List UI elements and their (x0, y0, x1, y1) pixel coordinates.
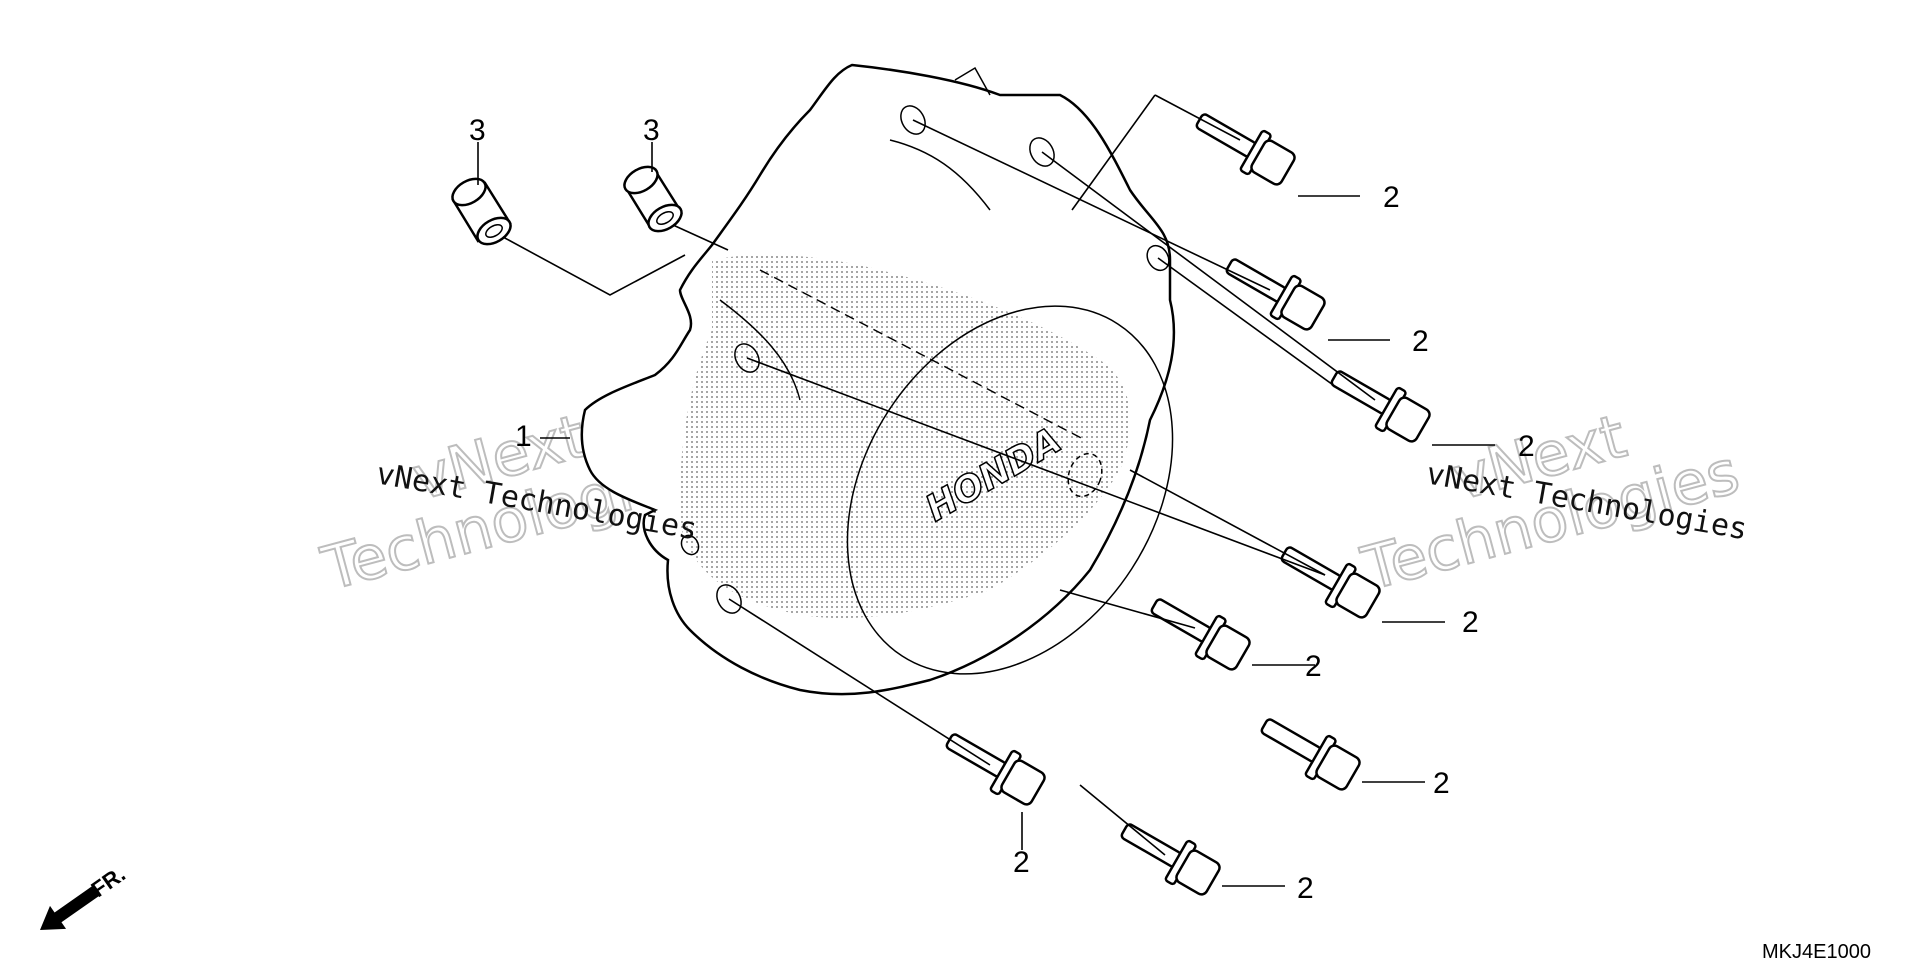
callout-bolt-1: 2 (1383, 181, 1400, 214)
diagram-code: MKJ4E1000 (1762, 941, 1871, 960)
bolt-group (945, 113, 1431, 896)
callout-bolt-7: 2 (1013, 846, 1030, 879)
bolt-6 (1260, 718, 1361, 791)
bolt-5 (1150, 598, 1251, 671)
callout-bolt-2: 2 (1412, 325, 1429, 358)
dowel-pin-left (451, 177, 512, 246)
bolt-1 (1195, 113, 1296, 186)
bolt-2 (1225, 258, 1326, 331)
callout-bolt-4: 2 (1462, 606, 1479, 639)
generator-cover: HONDA (580, 63, 1176, 696)
assembly-leaders (502, 94, 1376, 856)
bolt-4 (1280, 546, 1381, 619)
callout-dowel-left: 3 (469, 114, 486, 147)
bolt-8 (1120, 823, 1221, 896)
dowel-pin-right (623, 165, 683, 233)
front-arrow-icon (40, 884, 101, 930)
callout-dowel-right: 3 (643, 114, 660, 147)
bolt-3 (1330, 370, 1431, 443)
bolt-7 (945, 733, 1046, 806)
callout-bolt-5: 2 (1305, 650, 1322, 683)
callout-leaders (477, 142, 1495, 887)
callout-bolt-6: 2 (1433, 767, 1450, 800)
callout-bolt-8: 2 (1297, 872, 1314, 905)
callout-cover: 1 (515, 420, 532, 453)
callout-bolt-3: 2 (1518, 430, 1535, 463)
